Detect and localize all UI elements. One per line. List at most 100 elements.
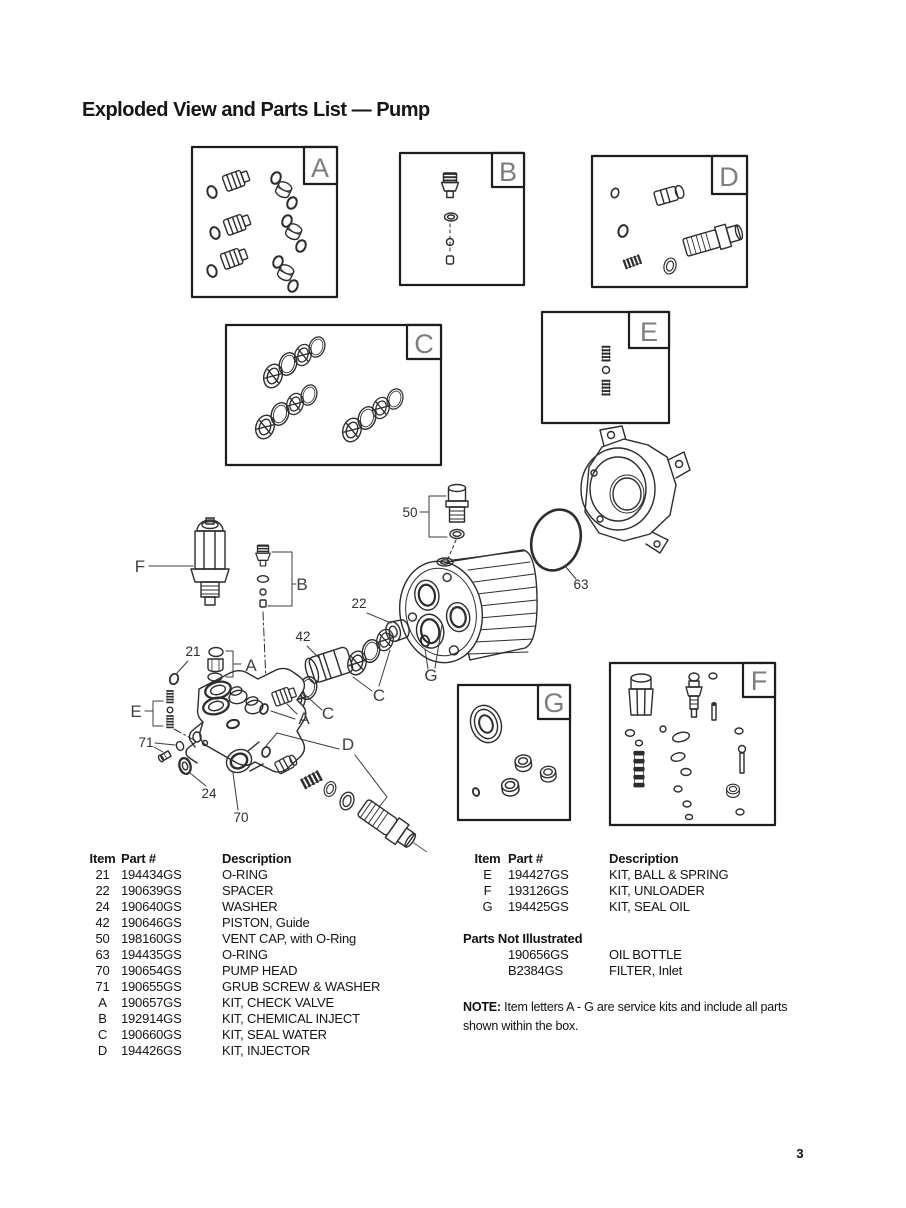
ball-spring-parts — [144, 690, 197, 742]
part-number: 192914GS — [121, 1011, 182, 1026]
part-item: D — [97, 1043, 108, 1058]
kit-box-d: D — [590, 154, 749, 289]
callout-c-upper: C — [373, 686, 385, 705]
kit-box-f: F — [608, 661, 777, 827]
part-description: KIT, UNLOADER — [609, 883, 705, 898]
part-item: 71 — [95, 979, 110, 994]
note-label: NOTE: — [463, 1000, 501, 1014]
callout-21: 21 — [185, 644, 200, 659]
callout-24: 24 — [201, 786, 217, 801]
part-number: 190639GS — [121, 883, 182, 898]
kit-box-b: B — [398, 151, 526, 287]
page-number: 3 — [796, 1146, 804, 1161]
part-description: KIT, SEAL WATER — [222, 1027, 327, 1042]
callout-63: 63 — [573, 577, 588, 592]
part-number: 193126GS — [508, 883, 569, 898]
parts-row: D 194426GS KIT, INJECTOR — [84, 1043, 380, 1059]
part-item: 21 — [95, 867, 110, 882]
part-item: F — [483, 883, 492, 898]
part-number: 194435GS — [121, 947, 182, 962]
service-kit-note: NOTE: Item letters A - G are service kit… — [463, 998, 853, 1036]
part-number: 190660GS — [121, 1027, 182, 1042]
callout-b: B — [296, 575, 307, 594]
kit-box-e: E — [540, 310, 671, 425]
part-description: FILTER, Inlet — [609, 963, 683, 978]
chem-inject-parts — [255, 544, 297, 683]
parts-row: E 194427GS KIT, BALL & SPRING — [467, 867, 728, 883]
kit-box-c: C — [224, 323, 443, 467]
part-item: 50 — [95, 931, 110, 946]
part-number: 190655GS — [121, 979, 182, 994]
parts-row: 190656GS OIL BOTTLE — [463, 947, 682, 963]
pump-housing — [398, 549, 538, 664]
oring-21 — [167, 660, 189, 687]
parts-table-left: Item Part # Description 21 194434GS O-RI… — [84, 851, 381, 1059]
pump-head — [185, 667, 307, 774]
header-item: Item — [89, 851, 116, 866]
kit-box-b-label: B — [499, 157, 517, 187]
oring-63 — [529, 508, 583, 580]
parts-row: 42 190646GS PISTON, Guide — [84, 915, 380, 931]
part-description: OIL BOTTLE — [609, 947, 682, 962]
callout-42: 42 — [295, 629, 310, 644]
callout-f: F — [135, 557, 194, 576]
callout-50: 50 — [402, 505, 417, 520]
part-item: 22 — [95, 883, 110, 898]
part-description: KIT, CHECK VALVE — [222, 995, 334, 1010]
part-number: 190646GS — [121, 915, 182, 930]
callout-d: D — [342, 735, 354, 754]
parts-table-right-header: Item Part # Description — [467, 851, 728, 867]
part-item: A — [98, 995, 107, 1010]
parts-not-illustrated: Parts Not Illustrated 190656GS OIL BOTTL… — [463, 931, 682, 979]
part-number: 190657GS — [121, 995, 182, 1010]
part-item: 24 — [95, 899, 110, 914]
part-item: G — [482, 899, 493, 914]
parts-table-left-header: Item Part # Description — [84, 851, 380, 867]
part-number: 194427GS — [508, 867, 569, 882]
callout-a-lower: A — [298, 709, 310, 728]
part-description: O-RING — [222, 947, 268, 962]
part-description: PISTON, Guide — [222, 915, 310, 930]
part-item: 42 — [95, 915, 110, 930]
header-description: Description — [222, 851, 292, 866]
parts-row: 24 190640GS WASHER — [84, 899, 380, 915]
callout-22: 22 — [351, 596, 366, 611]
parts-row: 22 190639GS SPACER — [84, 883, 380, 899]
kit-box-e-label: E — [640, 317, 658, 347]
washer-24 — [178, 756, 207, 787]
kit-box-d-label: D — [719, 162, 739, 192]
part-description: KIT, INJECTOR — [222, 1043, 311, 1058]
part-description: PUMP HEAD — [222, 963, 298, 978]
part-number: 198160GS — [121, 931, 182, 946]
callout-g: G — [424, 666, 437, 685]
header-description: Description — [609, 851, 679, 866]
parts-row: 50 198160GS VENT CAP, with O-Ring — [84, 931, 380, 947]
header-part: Part # — [121, 851, 156, 866]
parts-row: G 194425GS KIT, SEAL OIL — [467, 899, 728, 915]
part-number: 190640GS — [121, 899, 182, 914]
callout-a-upper: A — [245, 656, 257, 675]
part-description: KIT, CHEMICAL INJECT — [222, 1011, 360, 1026]
leader-70 — [232, 772, 239, 811]
piston-seal-row — [283, 612, 443, 715]
part-item: C — [97, 1027, 108, 1042]
check-valve-lower — [257, 684, 299, 720]
page-title: Exploded View and Parts List — Pump — [82, 99, 430, 121]
check-valve-upper — [207, 646, 242, 682]
parts-table-right: Item Part # Description E 194427GS KIT, … — [467, 851, 729, 915]
parts-row: 70 190654GS PUMP HEAD — [84, 963, 380, 979]
parts-row: A 190657GS KIT, CHECK VALVE — [84, 995, 380, 1011]
part-description: VENT CAP, with O-Ring — [222, 931, 357, 946]
kit-box-a-label: A — [311, 153, 329, 183]
kit-box-f-label: F — [751, 666, 768, 696]
part-description: O-RING — [222, 867, 268, 882]
parts-not-illustrated-title: Parts Not Illustrated — [463, 931, 583, 946]
callout-70: 70 — [233, 810, 248, 825]
note-line2: shown within the box. — [463, 1019, 579, 1033]
vent-cap — [419, 483, 469, 562]
kit-box-g-label: G — [543, 688, 564, 718]
grub-screw-washer — [153, 740, 185, 763]
parts-row: F 193126GS KIT, UNLOADER — [467, 883, 728, 899]
part-number: 190654GS — [121, 963, 182, 978]
